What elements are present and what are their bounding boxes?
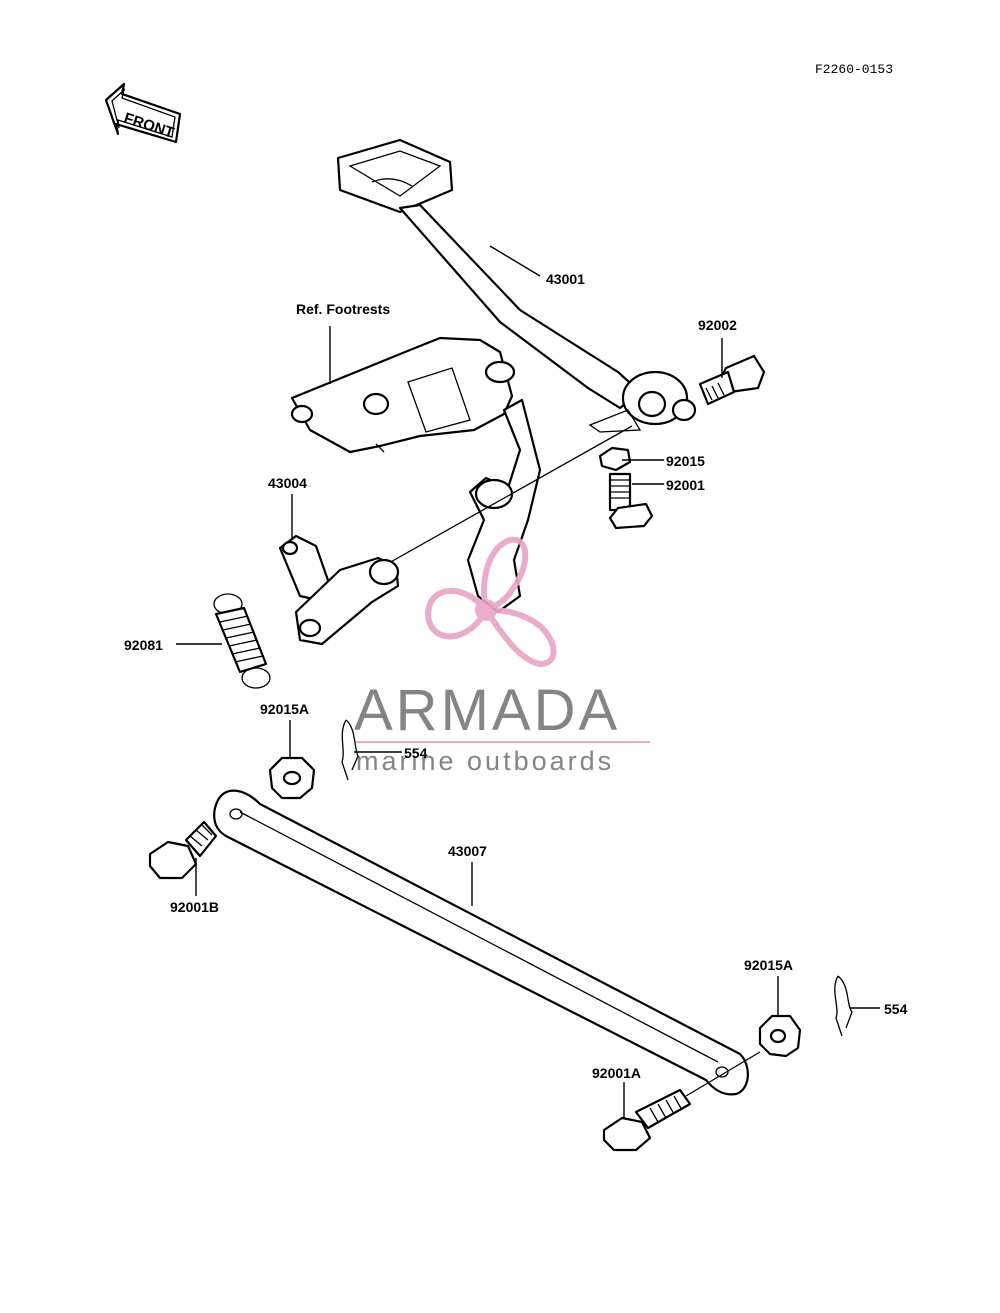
part-number-92001b: 92001B xyxy=(170,899,219,915)
collar-92015a-top-part xyxy=(268,756,316,800)
bolt-92001a-part xyxy=(602,1051,761,1152)
part-number-92001: 92001 xyxy=(666,477,705,493)
part-number-43004: 43004 xyxy=(268,475,307,491)
spring-92081-part xyxy=(213,593,271,689)
collar-92015a-bottom-part xyxy=(758,1014,802,1058)
lever-43004-part xyxy=(278,534,400,646)
clip-554-bottom-part xyxy=(834,975,853,1037)
pivot-axis-line xyxy=(379,425,633,569)
nut-92015-part xyxy=(598,446,632,472)
part-number-92015: 92015 xyxy=(666,453,705,469)
part-number-554-top: 554 xyxy=(404,745,428,761)
armada-watermark-logo: ARMADA marine outboards xyxy=(354,536,650,776)
watermark-name: ARMADA xyxy=(354,678,620,743)
part-number-92001a: 92001A xyxy=(592,1065,641,1081)
leader-lines xyxy=(176,245,880,1118)
bolt-92002-part xyxy=(698,354,766,406)
rod-43007-part xyxy=(213,789,749,1096)
part-number-92015a-top: 92015A xyxy=(260,701,309,717)
part-number-92015a-bottom: 92015A xyxy=(744,957,793,973)
clip-554-top-part xyxy=(341,719,359,781)
front-arrow-icon: FRONT xyxy=(104,82,182,144)
bolt-92001-part xyxy=(608,472,654,530)
watermark-tagline: marine outboards xyxy=(356,746,614,776)
part-number-43001: 43001 xyxy=(546,271,585,287)
diagram-ref-code: F2260-0153 xyxy=(815,62,893,77)
brake-pedal-part xyxy=(336,138,697,433)
ref-footrests-label: Ref. Footrests xyxy=(296,301,390,317)
bolt-92001b-part xyxy=(148,820,218,880)
footrest-bracket-part xyxy=(290,336,542,614)
part-number-92081: 92081 xyxy=(124,637,163,653)
part-number-554-bottom: 554 xyxy=(884,1001,908,1017)
part-number-43007: 43007 xyxy=(448,843,487,859)
part-number-92002: 92002 xyxy=(698,317,737,333)
